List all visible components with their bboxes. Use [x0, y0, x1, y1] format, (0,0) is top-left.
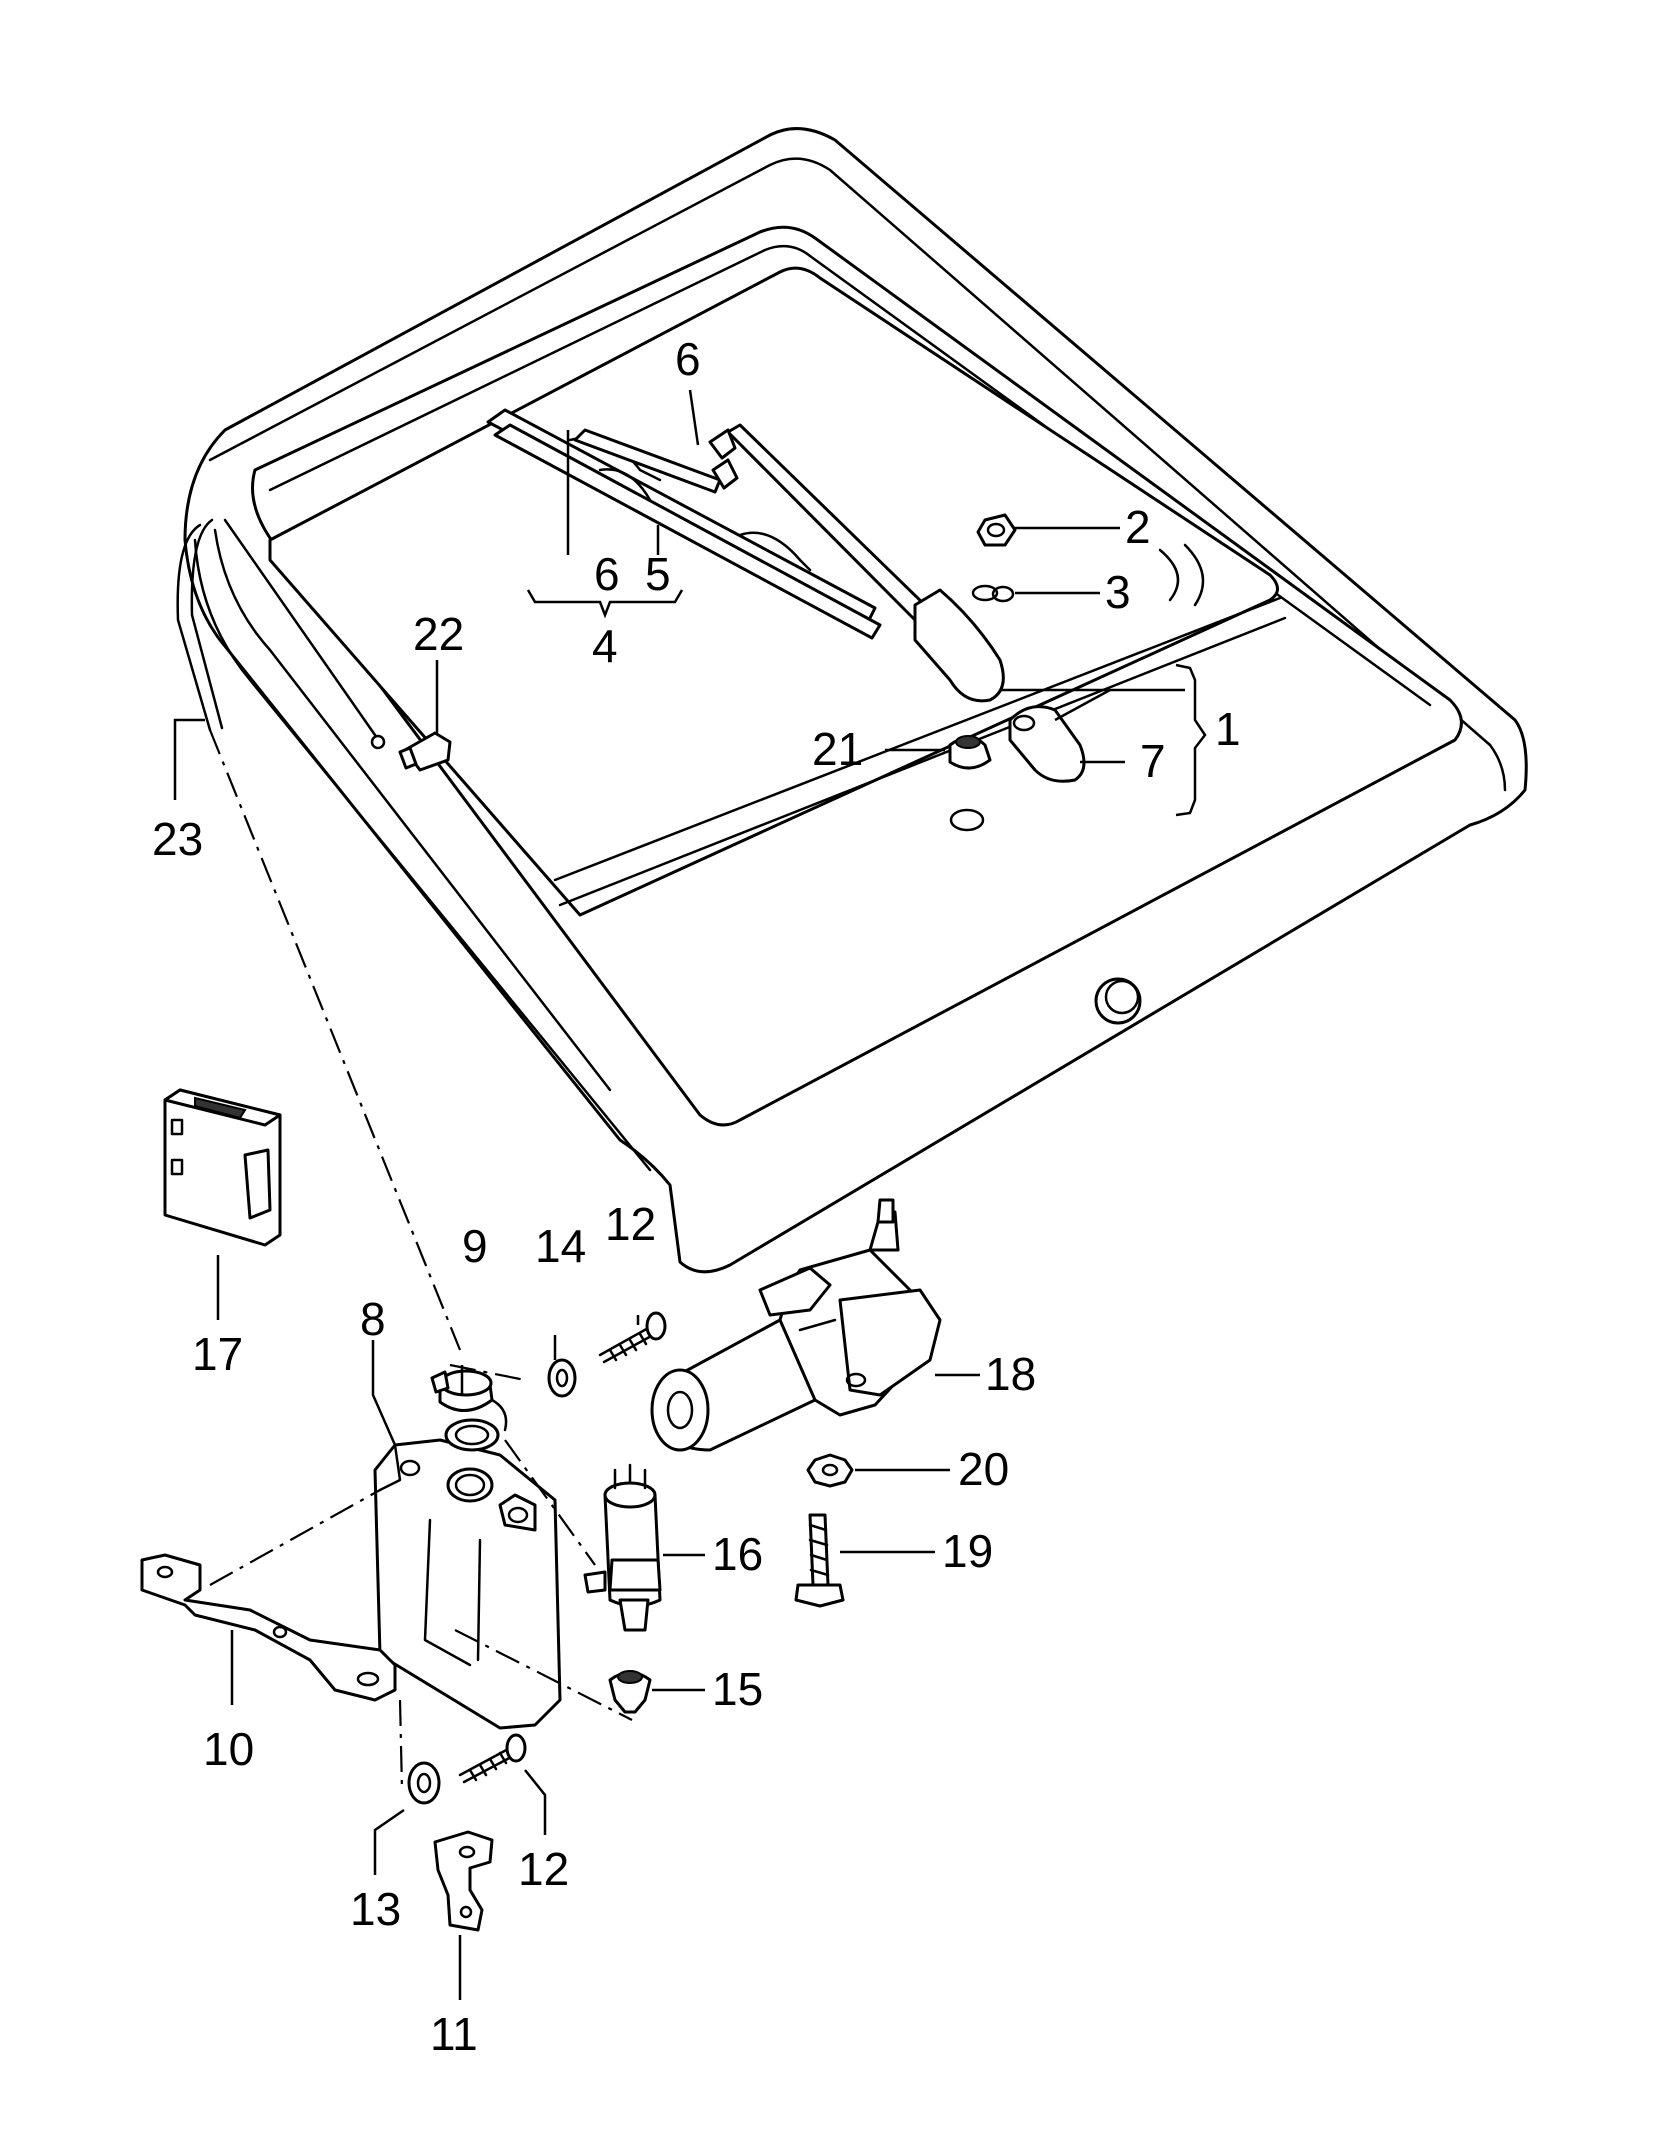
switch — [163, 1088, 282, 1247]
washer-14 — [547, 1358, 577, 1398]
callout-16: 16 — [712, 1528, 763, 1580]
callout-4: 4 — [592, 620, 618, 672]
bracket-10 — [140, 1553, 397, 1702]
pump-grommet — [608, 1670, 652, 1714]
callout-20: 20 — [958, 1443, 1009, 1495]
callout-10: 10 — [203, 1723, 254, 1775]
wiper-blade — [486, 408, 882, 640]
callout-8: 8 — [360, 1293, 386, 1345]
callout-15: 15 — [712, 1663, 763, 1715]
callout-21: 21 — [812, 723, 863, 775]
callout-19: 19 — [942, 1525, 993, 1577]
bracket-11 — [433, 1830, 494, 1932]
bolt-19 — [794, 1513, 845, 1608]
callout-6-mid: 6 — [594, 548, 620, 600]
callout-6-top: 6 — [675, 333, 701, 385]
grommet — [948, 735, 992, 770]
callout-11: 11 — [430, 2008, 478, 2060]
callout-18: 18 — [985, 1348, 1036, 1400]
callout-12-lower: 12 — [518, 1843, 569, 1895]
callout-17: 17 — [192, 1328, 243, 1380]
callout-5: 5 — [645, 548, 671, 600]
callout-9: 9 — [462, 1220, 488, 1272]
washer-pump — [583, 1463, 662, 1632]
nut — [976, 513, 1017, 547]
washer-20 — [806, 1453, 854, 1488]
tailgate — [183, 127, 1528, 1274]
callout-14: 14 — [535, 1220, 586, 1272]
washer-2 — [971, 584, 1015, 603]
callout-7: 7 — [1140, 735, 1166, 787]
screw-12-lower — [458, 1733, 527, 1784]
screw-12-upper — [598, 1311, 667, 1364]
jet-nozzle — [398, 731, 452, 772]
callout-23: 23 — [152, 813, 203, 865]
callout-22: 22 — [413, 608, 464, 660]
callout-3: 3 — [1105, 566, 1131, 618]
wiper-motor — [650, 1198, 942, 1452]
reservoir-cap — [430, 1369, 508, 1452]
cap — [1008, 705, 1086, 783]
hose — [176, 518, 386, 750]
washer-13 — [407, 1761, 441, 1805]
leader-lines — [173, 389, 1207, 2000]
assembly-lines — [208, 729, 633, 1791]
callout-13: 13 — [350, 1883, 401, 1935]
callout-1: 1 — [1215, 703, 1241, 755]
callout-2: 2 — [1125, 501, 1151, 553]
callout-labels: 1 2 3 4 5 6 6 7 8 9 10 11 12 12 13 14 15… — [152, 333, 1241, 2060]
washer-reservoir — [373, 1438, 562, 1730]
wiper-arm — [708, 423, 1005, 703]
callout-12-upper: 12 — [605, 1198, 656, 1250]
